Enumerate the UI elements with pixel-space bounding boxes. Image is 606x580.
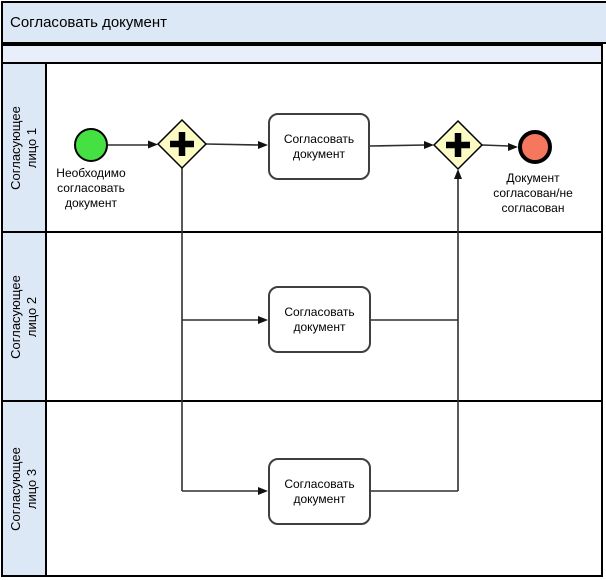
arrowhead-into-task2 — [258, 316, 268, 324]
flow-split-to-task1 — [205, 143, 260, 146]
task-approve-document-lane1: Согласовать документ — [268, 113, 370, 180]
parallel-gateway-split-icon — [156, 118, 208, 170]
task-approve-document-lane2: Согласовать документ — [268, 286, 371, 353]
pool-title: Согласовать документ — [10, 14, 168, 31]
end-event-label: Документ согласован/не согласован — [493, 171, 573, 215]
lane-2: Согласующее лицо 2 — [1, 231, 603, 402]
task-approve-document-lane3: Согласовать документ — [268, 458, 371, 525]
lane-2-label-strip: Согласующее лицо 2 — [3, 233, 47, 400]
arrowhead-into-join-gateway-left — [424, 141, 434, 149]
gateway-split-plus-icon — [170, 132, 194, 156]
start-event-label: Необходимо согласовать документ — [56, 166, 126, 210]
arrowhead-into-task1 — [258, 141, 268, 149]
start-event — [74, 128, 108, 162]
lane-1-label-strip: Согласующее лицо 1 — [3, 64, 47, 231]
flow-join-to-end — [481, 144, 510, 147]
lane-3-label-strip: Согласующее лицо 3 — [3, 402, 47, 575]
pool-title-bar: Согласовать документ — [1, 1, 606, 44]
arrowhead-into-task3 — [258, 487, 268, 495]
arrowhead-into-split-gateway — [148, 140, 158, 149]
arrowhead-into-end-event — [508, 143, 518, 151]
arrowhead-into-join-gateway-bottom — [454, 169, 462, 179]
flow-task1-to-join — [369, 144, 426, 147]
end-event — [518, 130, 552, 164]
gateway-join-plus-icon — [446, 133, 470, 157]
parallel-gateway-join-icon — [432, 119, 484, 171]
